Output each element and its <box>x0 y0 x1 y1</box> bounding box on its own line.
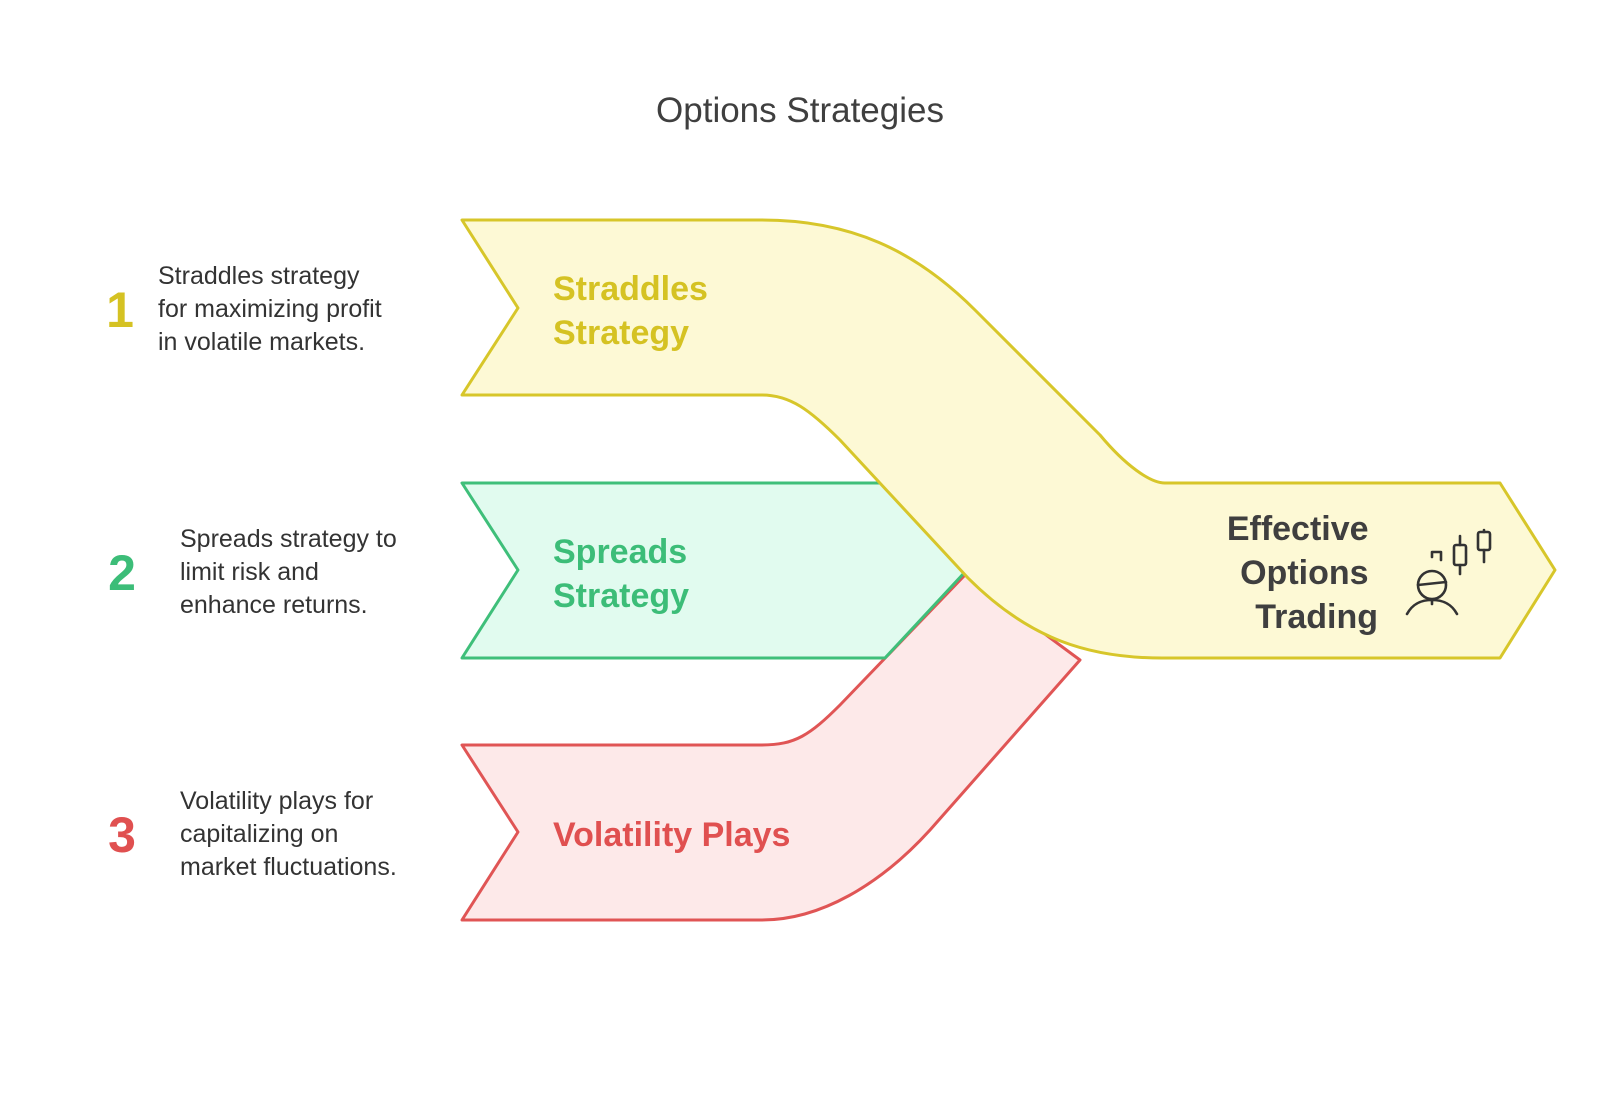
item-description-2-line-1: Spreads strategy to <box>180 525 397 553</box>
item-description-2-line-2: limit risk and <box>180 558 319 586</box>
volatility-label: Volatility Plays <box>553 816 790 854</box>
item-description-3: Volatility plays for capitalizing on mar… <box>180 787 397 881</box>
target-label-line-1: Effective <box>1227 510 1369 548</box>
spreads-label-line-1: Spreads <box>553 533 687 571</box>
target-label-line-2: Options <box>1240 554 1368 592</box>
item-3: 3 Volatility plays for capitalizing on m… <box>108 787 397 881</box>
straddles-label-line-1: Straddles <box>553 270 708 308</box>
item-description-3-line-2: capitalizing on <box>180 820 338 848</box>
spreads-label: Spreads Strategy <box>553 533 697 615</box>
item-1: 1 Straddles strategy for maximizing prof… <box>106 262 389 356</box>
item-description-3-line-3: market fluctuations. <box>180 853 397 881</box>
item-description-1-line-3: in volatile markets. <box>158 328 365 356</box>
spreads-label-line-2: Strategy <box>553 577 689 615</box>
item-description-1: Straddles strategy for maximizing profit… <box>158 262 389 356</box>
spreads-strategy-band <box>460 481 967 660</box>
straddles-label: Straddles Strategy <box>553 270 717 352</box>
item-number-1: 1 <box>106 282 134 338</box>
diagram-title: Options Strategies <box>656 91 944 130</box>
target-label: Effective Options Trading <box>1227 510 1378 636</box>
trader-candlestick-icon <box>1405 528 1492 616</box>
volatility-plays-band <box>460 573 1082 922</box>
straddles-label-line-2: Strategy <box>553 314 689 352</box>
item-2: 2 Spreads strategy to limit risk and enh… <box>108 525 404 619</box>
item-number-3: 3 <box>108 807 136 863</box>
item-description-1-line-1: Straddles strategy <box>158 262 360 290</box>
target-label-line-3: Trading <box>1255 598 1378 636</box>
item-number-2: 2 <box>108 545 136 601</box>
straddles-strategy-band <box>460 218 1557 660</box>
item-description-1-line-2: for maximizing profit <box>158 295 382 323</box>
item-description-2: Spreads strategy to limit risk and enhan… <box>180 525 404 619</box>
item-description-3-line-1: Volatility plays for <box>180 787 373 815</box>
item-description-2-line-3: enhance returns. <box>180 591 368 619</box>
